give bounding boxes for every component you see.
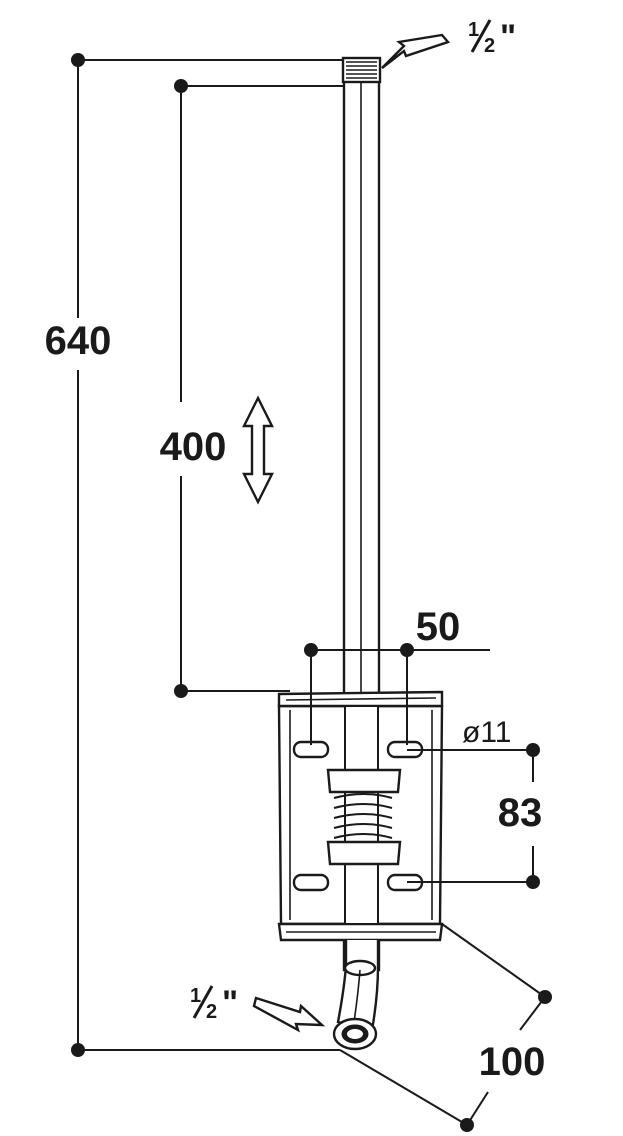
fraction-denominator: 2 [206, 1001, 217, 1023]
fraction-numerator: 1 [190, 985, 201, 1007]
bottom-pipe [332, 940, 380, 1051]
dimension-plate-width: 100 [339, 923, 552, 1132]
inch-mark: " [222, 984, 238, 1022]
fraction-denominator: 2 [484, 35, 495, 57]
thread-top-label: 1 2 " [468, 18, 516, 57]
pointer-arrow-icon [252, 996, 326, 1033]
mounting-plate [277, 690, 444, 942]
inch-mark: " [500, 18, 516, 56]
plate-width-label: 100 [479, 1040, 546, 1084]
slot-vertical-spacing-label: 83 [498, 791, 543, 835]
dimension-dot [174, 684, 188, 698]
dimension-slot-spacing: 50 [304, 605, 490, 745]
dimension-dot [538, 990, 552, 1004]
dimension-dot [526, 743, 540, 757]
dimension-dot [174, 79, 188, 93]
dimension-dot [526, 875, 540, 889]
overall-height-label: 640 [45, 319, 112, 363]
slot [292, 873, 330, 892]
dimension-overall-height: 640 [45, 53, 346, 1057]
dimension-dot [71, 53, 85, 67]
dimension-slot-vertical: ø11 83 [407, 716, 542, 889]
double-arrow-icon [242, 395, 274, 505]
dimension-dot [71, 1043, 85, 1057]
dimension-dot [460, 1118, 474, 1132]
spring-clamp [326, 768, 402, 866]
travel-label: 400 [160, 425, 227, 469]
dimension-dot [304, 643, 318, 657]
slot-spacing-label: 50 [416, 605, 461, 649]
top-thread-fitting [341, 56, 382, 84]
slot-diameter-label: ø11 [462, 716, 511, 749]
fraction-numerator: 1 [468, 19, 479, 41]
dimension-dot [400, 643, 414, 657]
dimension-travel: 400 [160, 79, 344, 698]
pointer-arrow-icon [381, 33, 451, 69]
thread-bottom-label: 1 2 " [190, 984, 238, 1023]
